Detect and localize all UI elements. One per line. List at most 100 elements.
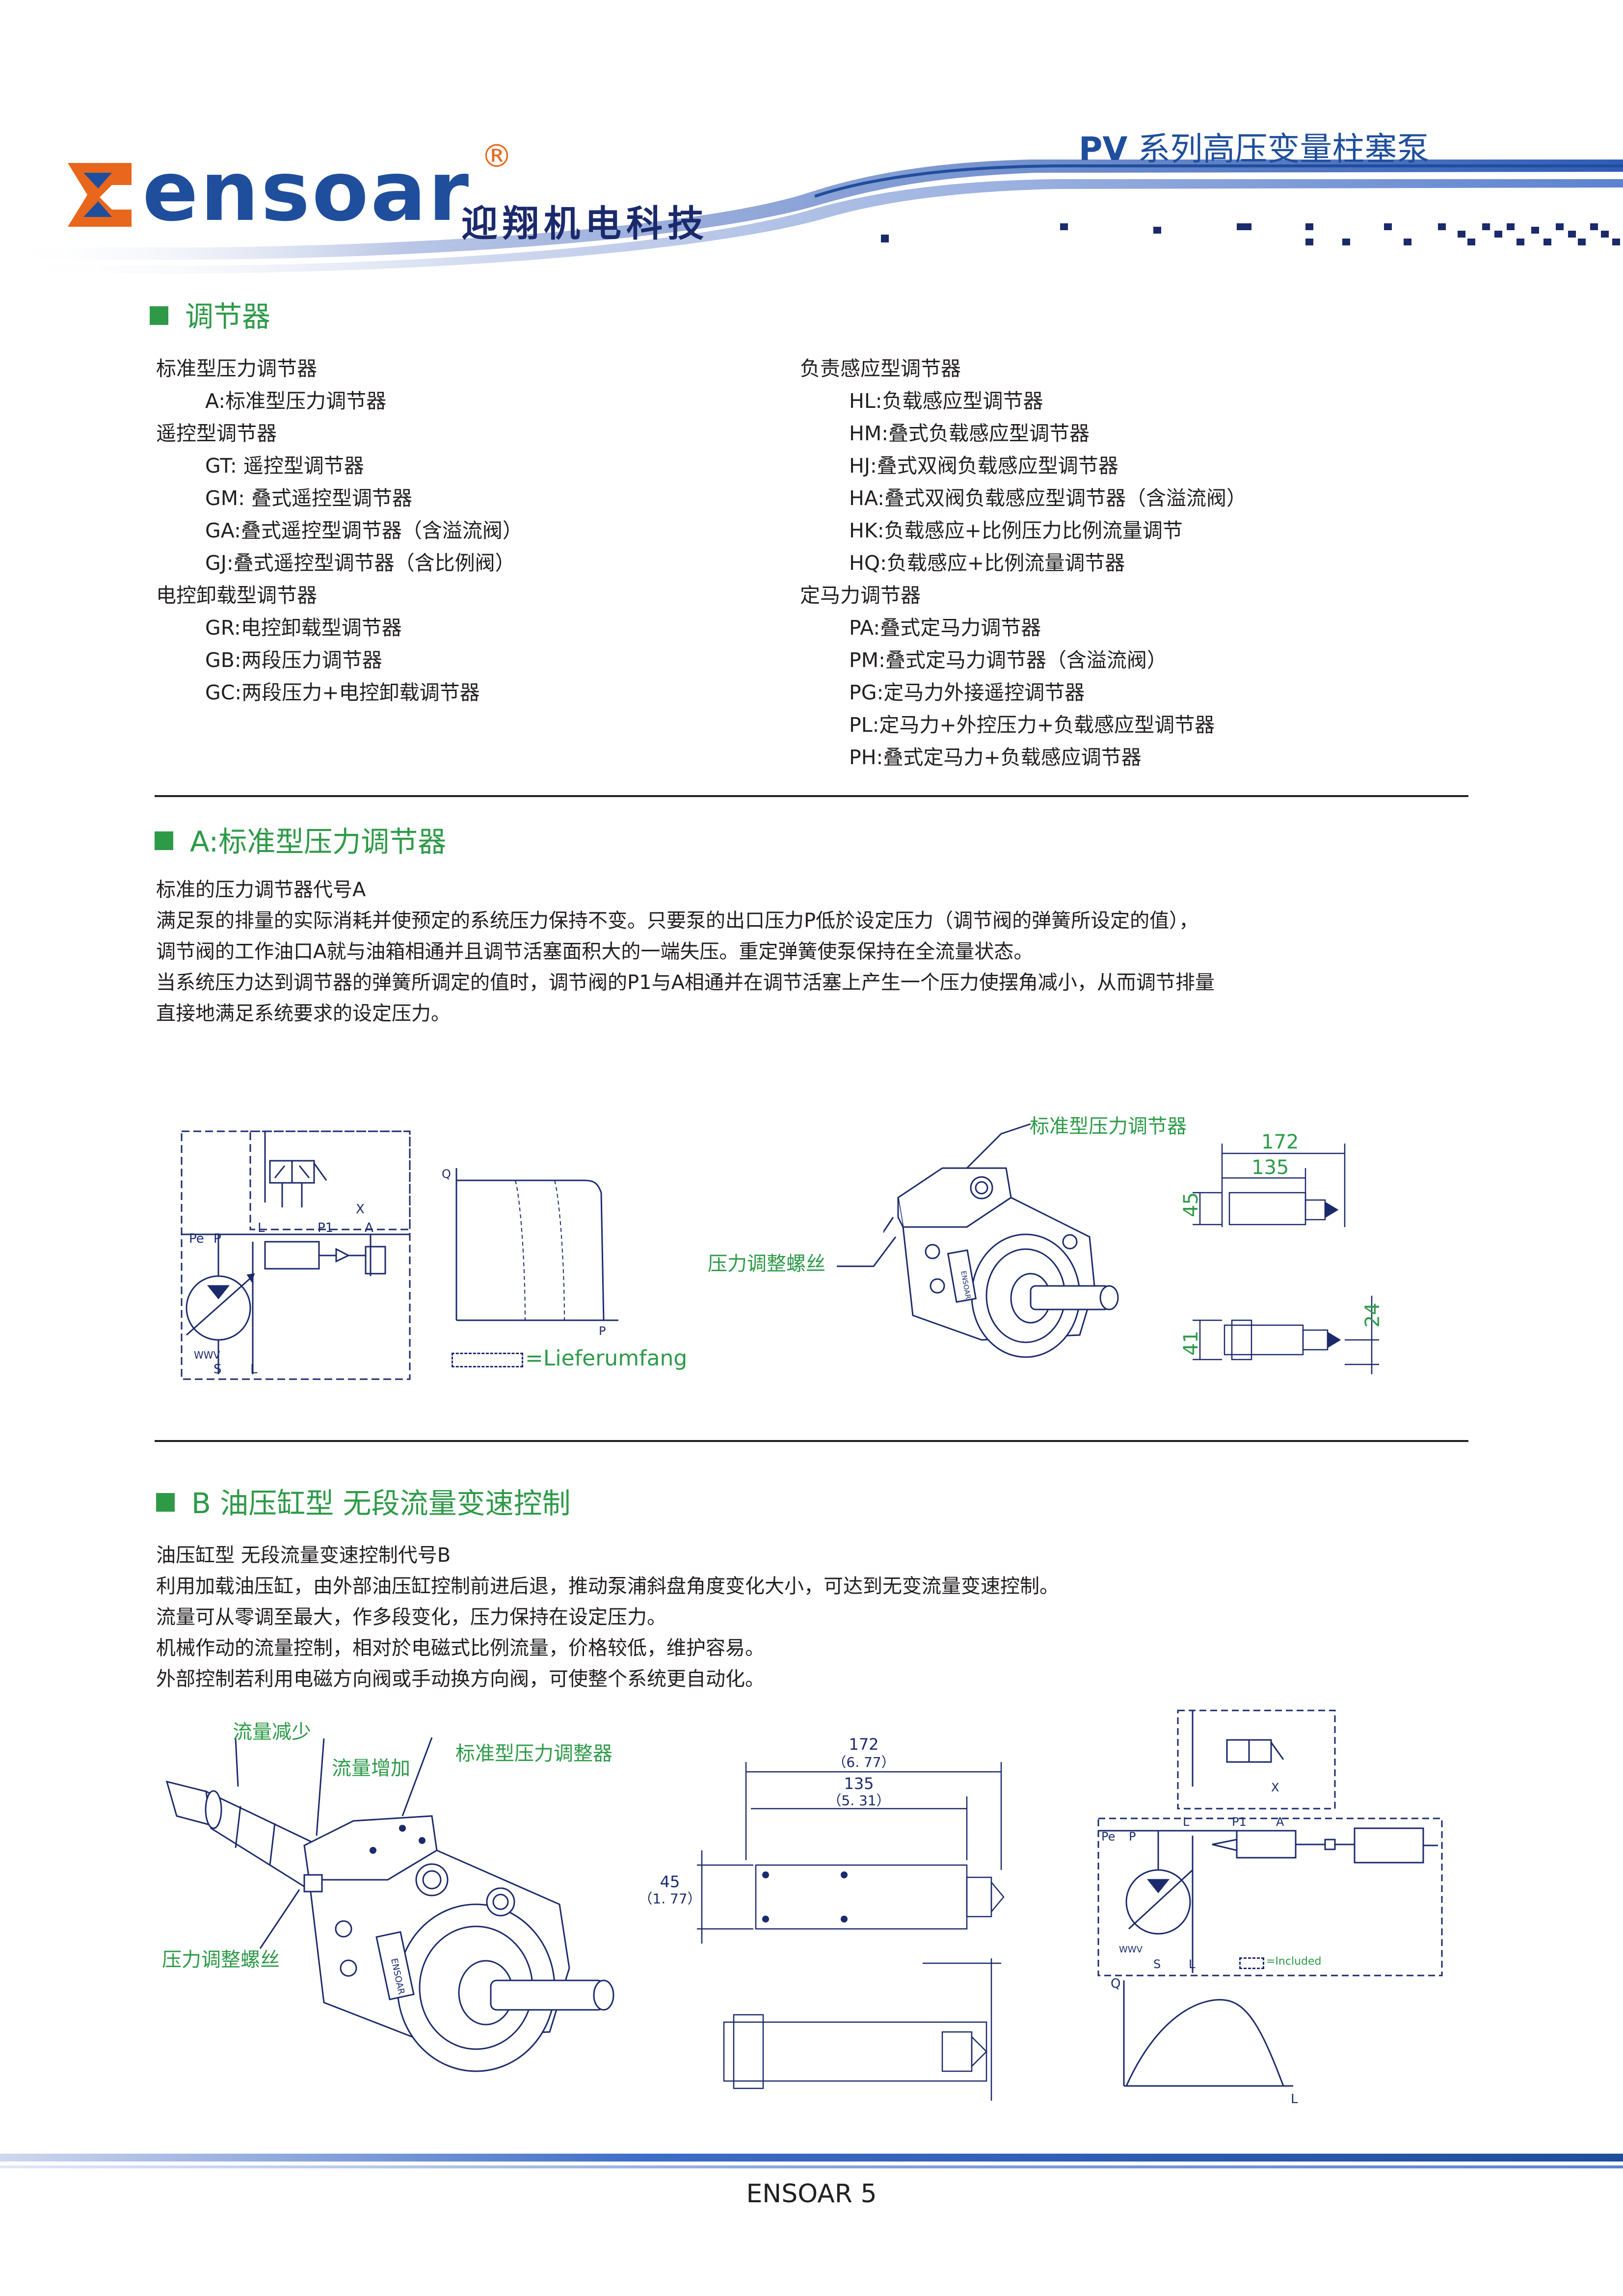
dim-b-172: 172: [849, 1735, 878, 1754]
regulator-list-item: PG:定马力外接遥控调节器: [849, 681, 1085, 704]
section-title-regulators: 调节器: [150, 294, 270, 335]
dim-b-135: 135: [844, 1774, 874, 1793]
dim-a-135: 135: [1251, 1156, 1289, 1179]
paragraph-line: 标准的压力调节器代号A: [156, 879, 366, 901]
section-bullet-icon: [150, 306, 168, 325]
series-title: PV 系列高压变量柱塞泵: [1079, 123, 1429, 170]
schematic-b-label-l: L: [1183, 1815, 1190, 1829]
regulator-list-item: 电控卸载型调节器: [156, 584, 317, 607]
graph-b-y-axis-label: Q: [1111, 1976, 1120, 1991]
graph-a-y-axis-label: Q: [442, 1167, 451, 1181]
paragraph-line: 油压缸型 无段流量变速控制代号B: [156, 1544, 451, 1567]
section-bullet-icon: [156, 1493, 175, 1512]
paragraph-line: 外部控制若利用电磁方向阀或手动换方向阀，可使整个系统更自动化。: [156, 1668, 765, 1690]
regulator-list-item: HM:叠式负载感应型调节器: [849, 422, 1090, 445]
section-title-text: B 油压缸型 无段流量变速控制: [191, 1487, 571, 1520]
legend-swatch: [452, 1353, 523, 1367]
schematic-b-label-p: P: [1129, 1830, 1136, 1843]
regulator-list-item: GJ:叠式遥控型调节器（含比例阀）: [205, 551, 515, 575]
paragraph-line: 当系统压力达到调节器的弹簧所调定的值时，调节阀的P1与A相通并在调节活塞上产生一…: [156, 971, 1215, 994]
regulator-list-item: 定马力调节器: [800, 584, 921, 607]
callout-flow-increase: 流量增加: [332, 1757, 410, 1780]
callout-standard-regulator-a: 标准型压力调节器: [1030, 1115, 1187, 1138]
regulator-list-right: 负责感应型调节器 HL:负载感应型调节器 HM:叠式负载感应型调节器 HJ:叠式双阀负…: [800, 352, 1247, 774]
logo-mark-icon: [68, 163, 132, 227]
pump-drawing-a: ENSOAR: [883, 1167, 1119, 1358]
regulator-list-item: PA:叠式定马力调节器: [849, 616, 1041, 640]
dim-a-41: 41: [1183, 1331, 1202, 1356]
logo-wordmark: ensoar: [142, 143, 471, 240]
legend-text-a: =Lieferumfang: [525, 1346, 688, 1371]
regulator-list-item: GM: 叠式遥控型调节器: [205, 486, 412, 510]
regulator-list-item: GB:两段压力调节器: [205, 648, 382, 672]
callout-line-a-regulator: [966, 1123, 1031, 1169]
graph-b-x-axis-label: L: [1291, 2092, 1298, 2107]
section-title-text: 调节器: [185, 300, 271, 333]
callout-pressure-screw-a: 压力调整螺丝: [708, 1253, 825, 1275]
dim-a-172: 172: [1261, 1131, 1299, 1153]
dim-b-172-in: （6. 77）: [832, 1754, 895, 1770]
section-a-paragraph: 标准的压力调节器代号A 满足泵的排量的实际消耗并使预定的系统压力保持不变。只要泵的…: [156, 875, 1215, 1029]
dim-b-45-in: （1. 77）: [648, 1891, 701, 1907]
schematic-a-label-s: S: [213, 1362, 222, 1377]
callout-standard-regulator-b: 标准型压力调整器: [455, 1742, 612, 1765]
regulator-list-item: 遥控型调节器: [156, 422, 277, 445]
dim-a-45: 45: [1183, 1192, 1202, 1217]
schematic-a-label-l: L: [258, 1221, 265, 1235]
regulator-dimension-drawing-a: 172 135 45 41 24: [1183, 1131, 1384, 1374]
schematic-a-label-wwv: WWV: [194, 1349, 220, 1361]
regulator-list-item: 标准型压力调节器: [156, 357, 317, 380]
hydraulic-schematic-a: Pe P L P1 A X S L WWV: [181, 1130, 411, 1380]
divider: [155, 1440, 1468, 1442]
company-name: 迎翔机电科技: [461, 203, 709, 245]
section-title-b: B 油压缸型 无段流量变速控制: [156, 1480, 571, 1522]
callout-line-a-screw: [837, 1236, 897, 1267]
regulator-list-item: HK:负载感应+比例压力比例流量调节: [849, 519, 1183, 542]
paragraph-line: 流量可从零调至最大，作多段变化，压力保持在设定压力。: [156, 1606, 666, 1629]
callout-pressure-screw-b: 压力调整螺丝: [162, 1949, 280, 1971]
regulator-list-item: GA:叠式遥控型调节器（含溢流阀）: [205, 519, 523, 542]
schematic-a-label-a: A: [365, 1221, 373, 1235]
regulator-list-item: A:标准型压力调节器: [205, 389, 387, 413]
paragraph-line: 直接地满足系统要求的设定压力。: [156, 1002, 451, 1025]
footer-bar: [0, 2154, 1623, 2162]
schematic-a-label-pe: Pe: [189, 1231, 204, 1246]
legend-text-b: =Included: [1266, 1955, 1322, 1968]
regulator-list-item: PL:定马力+外控压力+负载感应型调节器: [849, 713, 1215, 737]
paragraph-line: 满足泵的排量的实际消耗并使预定的系统压力保持不变。只要泵的出口压力P低於设定压力…: [156, 909, 1199, 932]
regulator-list-item: GC:两段压力+电控卸载调节器: [205, 681, 480, 704]
page-footer-label: ENSOAR 5: [746, 2179, 877, 2209]
regulator-list-item: PH:叠式定马力+负载感应调节器: [849, 746, 1142, 769]
regulator-list-item: 负责感应型调节器: [800, 357, 961, 380]
callout-flow-decrease: 流量减少: [233, 1721, 311, 1743]
regulator-list-item: HQ:负载感应+比例流量调节器: [849, 551, 1125, 575]
paragraph-line: 机械作动的流量控制，相对於电磁式比例流量，价格较低，维护容易。: [156, 1637, 765, 1659]
dim-b-135-in: （5. 31）: [827, 1792, 890, 1809]
divider: [155, 795, 1468, 797]
regulator-list-item: HL:负载感应型调节器: [849, 389, 1043, 413]
regulator-dimension-drawing-b: 172 （6. 77） 135 （5. 31） 45 （1. 77）: [648, 1735, 1005, 2101]
dim-b-45: 45: [660, 1872, 680, 1891]
schematic-b-label-p1: P1: [1232, 1815, 1247, 1829]
series-title-rest: 系列高压变量柱塞泵: [1127, 130, 1430, 168]
logo-registered-mark: ®: [481, 138, 512, 175]
pq-curve-graph-a: Q P: [442, 1167, 618, 1338]
legend-swatch-b: [1239, 1957, 1264, 1969]
schematic-b-label-wwv: WWV: [1119, 1945, 1143, 1955]
section-title-text: A:标准型压力调节器: [190, 825, 447, 858]
regulator-list-item: GT: 遥控型调节器: [205, 454, 364, 478]
header-banner: [0, 160, 1623, 274]
paragraph-line: 调节阀的工作油口A就与油箱相通并且调节活塞面积大的一端失压。重定弹簧使泵保持在全…: [156, 940, 1034, 963]
regulator-list-item: HJ:叠式双阀负载感应型调节器: [849, 454, 1118, 478]
hydraulic-schematic-b: Pe P L P1 A X S L WWV: [1097, 1709, 1443, 1976]
graph-a-x-axis-label: P: [599, 1324, 606, 1338]
regulator-list-item: HA:叠式双阀负载感应型调节器（含溢流阀）: [849, 486, 1247, 510]
regulator-list-left: 标准型压力调节器 A:标准型压力调节器遥控型调节器 GT: 遥控型调节器 GM: 叠式…: [156, 352, 523, 709]
schematic-a-label-x: X: [356, 1202, 365, 1217]
schematic-a-label-l2: L: [250, 1362, 258, 1377]
series-title-prefix: PV: [1079, 130, 1128, 168]
dim-a-24: 24: [1361, 1303, 1384, 1328]
pump-drawing-b: ENSOAR: [165, 1737, 614, 2072]
schematic-b-label-pe: Pe: [1101, 1830, 1115, 1843]
